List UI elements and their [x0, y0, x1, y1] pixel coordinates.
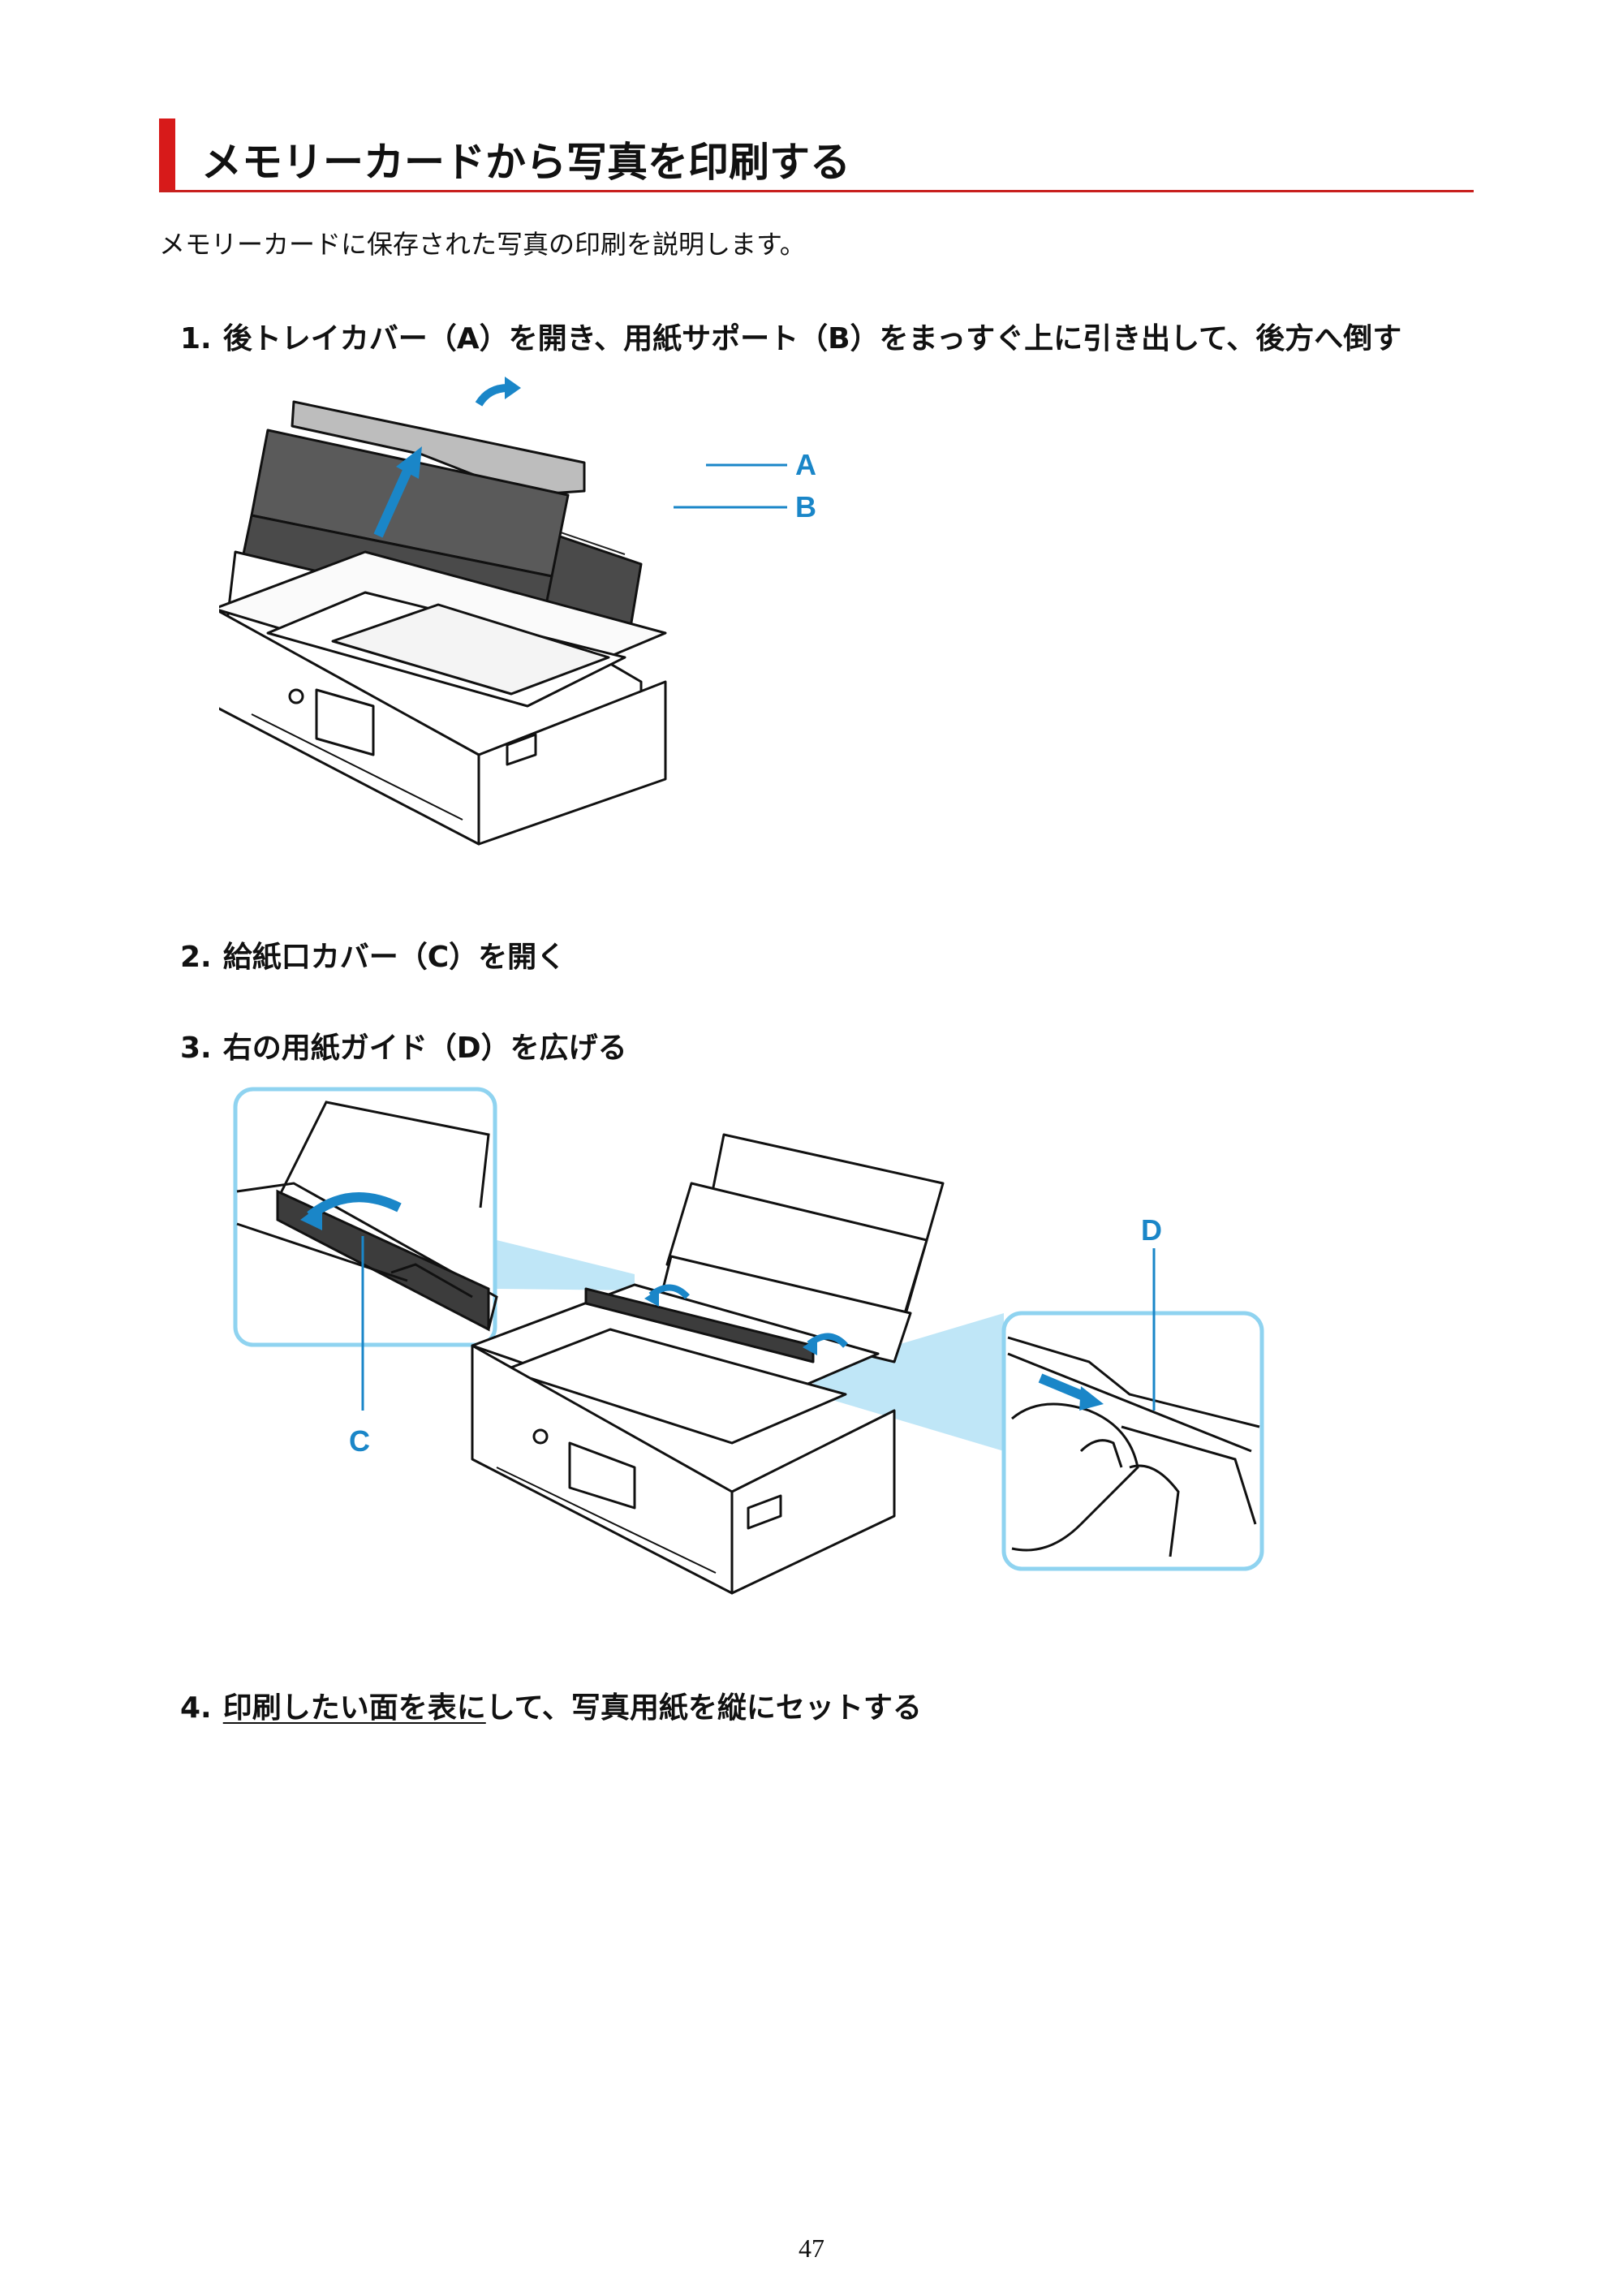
- step-text: 右の用紙ガイド（D）を広げる: [222, 1032, 627, 1065]
- printer-illustration: [471, 1133, 945, 1595]
- callout-label-b: B: [795, 490, 816, 523]
- figure-feed-slot-printer: C D: [233, 1087, 1264, 1595]
- page-title: メモリーカードから写真を印刷する: [201, 139, 850, 186]
- step-3: 3. 右の用紙ガイド（D）を広げる: [180, 1024, 627, 1066]
- step-underlined-text[interactable]: 印刷したい面を表に: [222, 1691, 486, 1725]
- section-heading: メモリーカードから写真を印刷する: [159, 114, 1474, 192]
- step-number: 1.: [180, 322, 212, 355]
- callout-connector-right: [813, 1313, 1004, 1451]
- heading-accent-bar: [159, 118, 175, 190]
- page-number: 47: [799, 2234, 824, 2263]
- intro-text: メモリーカードに保存された写真の印刷を説明します。: [159, 229, 806, 260]
- step-number: 2.: [180, 941, 212, 974]
- callout-label-d: D: [1141, 1213, 1162, 1247]
- step-text: して、写真用紙を縦にセットする: [485, 1691, 922, 1725]
- figure-rear-tray-printer: A B: [219, 377, 816, 846]
- callout-label-c: C: [349, 1424, 370, 1458]
- step-text: 給紙口カバー（C）を開く: [222, 941, 566, 974]
- step-number: 4.: [180, 1691, 212, 1725]
- step-number: 3.: [180, 1032, 212, 1065]
- direction-arrows: [373, 377, 521, 538]
- step-text: 後トレイカバー（A）を開き、用紙サポート（B）をまっすぐ上に引き出して、後方へ倒…: [222, 322, 1402, 355]
- printer-illustration: [219, 400, 667, 846]
- inset-paper-guide: [1001, 1248, 1264, 1571]
- callout-connector-left: [497, 1240, 635, 1290]
- inset-feed-slot-cover: [233, 1087, 498, 1411]
- step-1: 1. 後トレイカバー（A）を開き、用紙サポート（B）をまっすぐ上に引き出して、後方…: [180, 315, 1401, 357]
- callout-label-a: A: [795, 448, 816, 481]
- direction-arrows: [644, 1284, 848, 1355]
- step-2: 2. 給紙口カバー（C）を開く: [180, 933, 566, 976]
- step-4: 4. 印刷したい面を表にして、写真用紙を縦にセットする: [180, 1684, 922, 1726]
